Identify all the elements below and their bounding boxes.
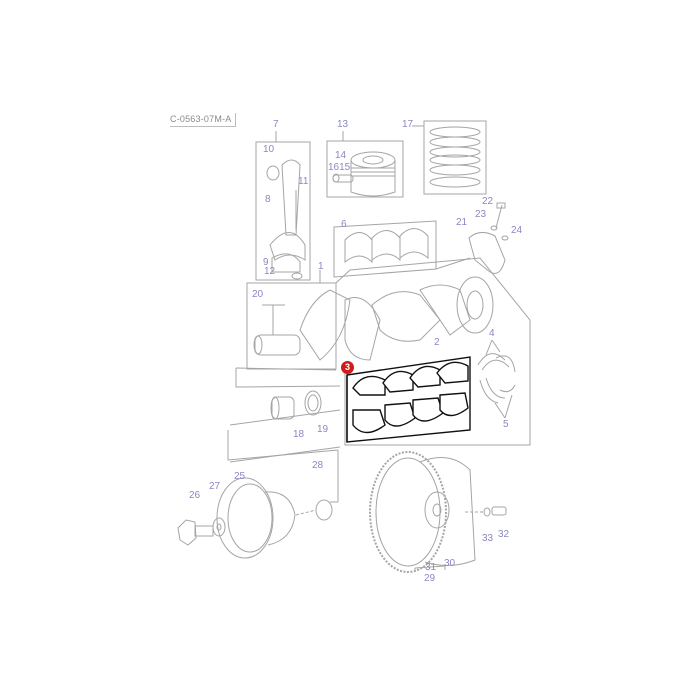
highlight-badge-part-3[interactable]: 3 bbox=[341, 361, 354, 374]
callout-21[interactable]: 21 bbox=[456, 217, 468, 228]
callout-14[interactable]: 14 bbox=[335, 150, 347, 161]
group-piston bbox=[326, 131, 404, 198]
callout-16-15[interactable]: 1615 bbox=[328, 162, 351, 173]
callout-11[interactable]: 11 bbox=[298, 176, 309, 187]
group-conrod-bearings bbox=[333, 220, 437, 278]
diagram-reference-code: C-0563-07M-A bbox=[170, 113, 237, 127]
callout-8[interactable]: 8 bbox=[265, 194, 271, 205]
group-piston-rings bbox=[412, 120, 487, 195]
group-pulley bbox=[177, 446, 341, 559]
callout-30[interactable]: 30 bbox=[444, 558, 456, 569]
callout-27[interactable]: 27 bbox=[209, 481, 221, 492]
callout-9[interactable]: 9 bbox=[263, 257, 269, 268]
callout-32[interactable]: 32 bbox=[498, 529, 510, 540]
group-gear-seal bbox=[227, 367, 341, 461]
highlighted-main-bearings[interactable] bbox=[346, 356, 471, 443]
group-thrust-washers bbox=[477, 339, 516, 419]
callout-22[interactable]: 22 bbox=[482, 196, 494, 207]
callout-20[interactable]: 20 bbox=[252, 289, 264, 300]
callout-29[interactable]: 29 bbox=[424, 573, 436, 584]
group-bracket bbox=[435, 202, 509, 274]
callout-5[interactable]: 5 bbox=[503, 419, 509, 430]
callout-13[interactable]: 13 bbox=[337, 119, 349, 130]
callout-33[interactable]: 33 bbox=[482, 533, 494, 544]
callout-24[interactable]: 24 bbox=[511, 225, 523, 236]
callout-25[interactable]: 25 bbox=[234, 471, 246, 482]
callout-23[interactable]: 23 bbox=[475, 209, 487, 220]
callout-1[interactable]: 1 bbox=[318, 261, 324, 272]
callout-28[interactable]: 28 bbox=[312, 460, 324, 471]
callout-17[interactable]: 17 bbox=[402, 119, 414, 130]
callout-10[interactable]: 10 bbox=[263, 144, 275, 155]
callout-19[interactable]: 19 bbox=[317, 424, 329, 435]
callout-31[interactable]: 31 bbox=[425, 562, 437, 573]
group-connecting-rod bbox=[255, 131, 311, 281]
group-crankshaft bbox=[246, 257, 531, 446]
callout-18[interactable]: 18 bbox=[293, 429, 305, 440]
callout-4[interactable]: 4 bbox=[489, 328, 495, 339]
callout-12[interactable]: 12 bbox=[264, 266, 276, 277]
callout-26[interactable]: 26 bbox=[189, 490, 201, 501]
callout-7[interactable]: 7 bbox=[273, 119, 279, 130]
callout-6[interactable]: 6 bbox=[341, 219, 347, 230]
group-flywheel bbox=[369, 451, 507, 573]
callout-2[interactable]: 2 bbox=[434, 337, 440, 348]
